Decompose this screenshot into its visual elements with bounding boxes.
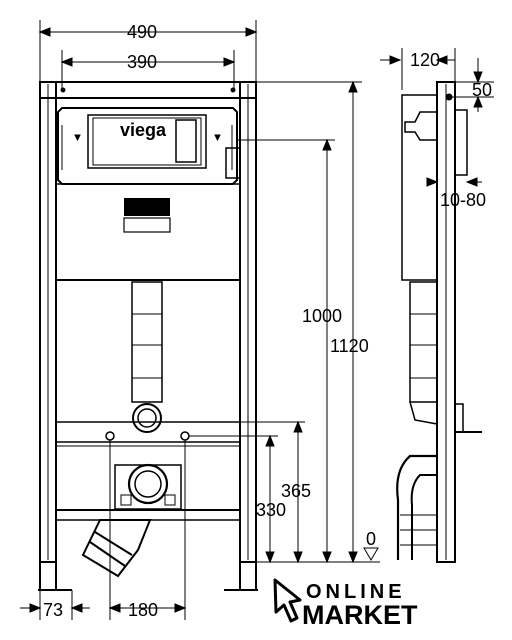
- watermark-line2: MARKET: [302, 600, 418, 630]
- dim-height-1120: 1120: [330, 336, 369, 356]
- bolt-rail: [55, 421, 241, 443]
- waste-bracket: [114, 463, 182, 510]
- dim-wall-range: 10-80: [440, 190, 486, 210]
- side-view: [396, 81, 482, 563]
- dim-inner-width: 390: [127, 52, 157, 72]
- dim-height-365: 365: [281, 481, 311, 501]
- flush-outlet: [132, 403, 162, 433]
- panel-brand-text: viega: [120, 120, 167, 140]
- dim-height-330: 330: [256, 500, 286, 520]
- watermark-line1: ONLINE: [306, 581, 406, 603]
- dimension-labels: 490 390 120 50 10-80 1000 1120 365 330 0…: [43, 22, 492, 620]
- dim-height-1000: 1000: [302, 306, 342, 326]
- dimension-lines: [20, 20, 494, 620]
- left-foot: [39, 562, 57, 591]
- online-market-watermark: ONLINE MARKET: [273, 578, 418, 630]
- cursor-icon: [273, 578, 302, 623]
- dim-top-offset: 50: [472, 80, 492, 100]
- top-rail: [39, 81, 257, 99]
- right-foot: [239, 562, 257, 591]
- dim-drain-spacing: 180: [128, 600, 158, 620]
- dim-total-width: 490: [127, 22, 157, 42]
- flush-pipe: [131, 281, 163, 403]
- dim-ground-zero: 0: [366, 529, 376, 549]
- front-view: [38, 81, 258, 591]
- dim-depth: 120: [410, 50, 440, 70]
- brand-plate: [124, 198, 170, 216]
- plate-brand-text: viega: [128, 200, 162, 215]
- dim-foot-offset: 73: [43, 600, 63, 620]
- waste-pipe: [81, 519, 152, 578]
